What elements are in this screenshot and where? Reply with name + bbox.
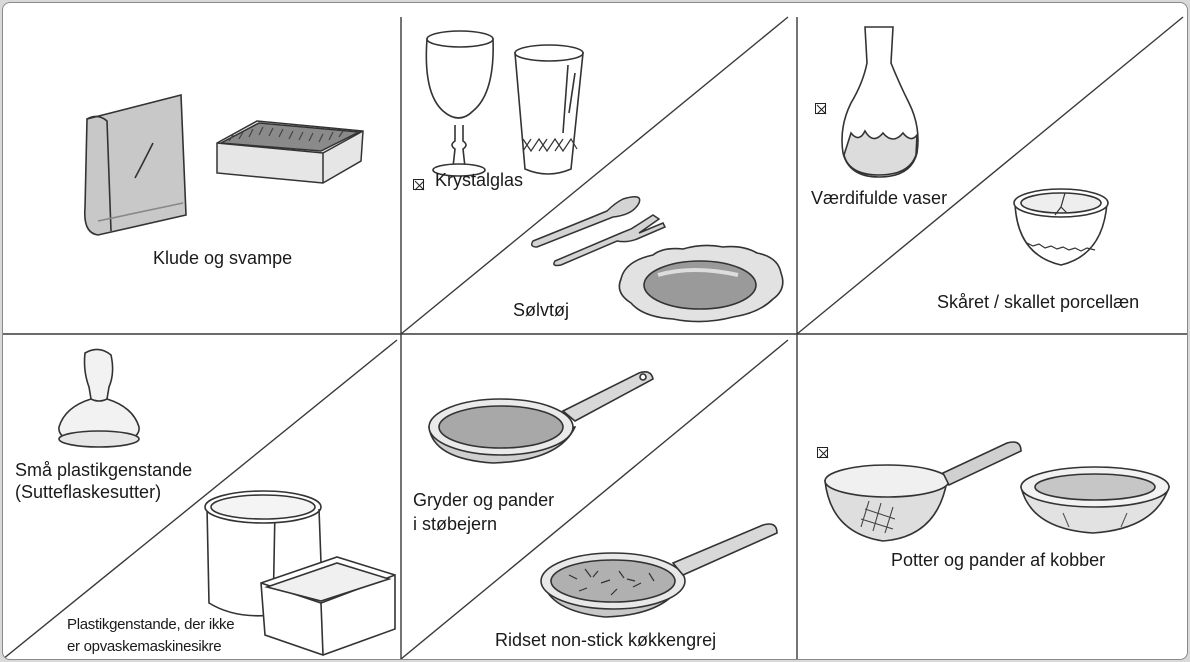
label-small-plastic-line2: (Sutteflaskesutter) bbox=[15, 482, 162, 502]
wine-glass-icon bbox=[425, 30, 494, 177]
diagonal-vases-porcelain bbox=[796, 16, 1184, 335]
label-plastic-line1: Plastikgenstande, der ikke bbox=[67, 616, 235, 633]
cutlery-icon bbox=[530, 196, 667, 267]
cross-box-icon bbox=[815, 103, 827, 115]
copper-pot-icon bbox=[824, 441, 1022, 542]
grid-lines bbox=[3, 16, 1187, 659]
label-cloths-sponges: Klude og svampe bbox=[153, 248, 293, 268]
diagonal-plastic bbox=[3, 339, 398, 659]
bottle-teat-icon bbox=[58, 348, 140, 448]
vase-icon bbox=[841, 26, 919, 178]
plastic-box-icon bbox=[260, 556, 396, 656]
sponge-icon bbox=[216, 120, 364, 184]
diagonal-pans bbox=[400, 339, 789, 659]
label-scratched-nonstick: Ridset non-stick køkkengrej bbox=[495, 630, 717, 650]
cross-box-icon bbox=[817, 447, 829, 459]
silver-plate-icon bbox=[618, 244, 784, 323]
copper-pan-icon bbox=[1019, 466, 1171, 534]
label-cast-iron-line1: Gryder og pander bbox=[413, 490, 555, 510]
illustration-canvas bbox=[3, 16, 1187, 659]
cast-iron-pan-icon bbox=[428, 371, 654, 464]
label-crystal-glass: Krystalglas bbox=[435, 170, 524, 190]
plastic-tub-icon bbox=[204, 490, 322, 617]
label-valuable-vases: Værdifulde vaser bbox=[811, 188, 948, 208]
label-plastic-line2: er opvaskemaskinesikre bbox=[67, 638, 222, 655]
diagonal-crystal-silver bbox=[400, 16, 789, 335]
label-cast-iron-line2: i støbejern bbox=[413, 514, 498, 534]
cross-box-icon bbox=[413, 179, 425, 191]
cracked-bowl-icon bbox=[1013, 188, 1109, 266]
cloth-icon bbox=[83, 93, 187, 236]
label-copper-pots: Potter og pander af kobber bbox=[891, 550, 1106, 570]
nonstick-pan-icon bbox=[540, 523, 778, 618]
tumbler-glass-icon bbox=[514, 44, 584, 175]
label-silverware: Sølvtøj bbox=[513, 300, 569, 320]
label-chipped-porcelain: Skåret / skallet porcellæn bbox=[937, 292, 1140, 312]
label-small-plastic-line1: Små plastikgenstande bbox=[15, 460, 193, 480]
